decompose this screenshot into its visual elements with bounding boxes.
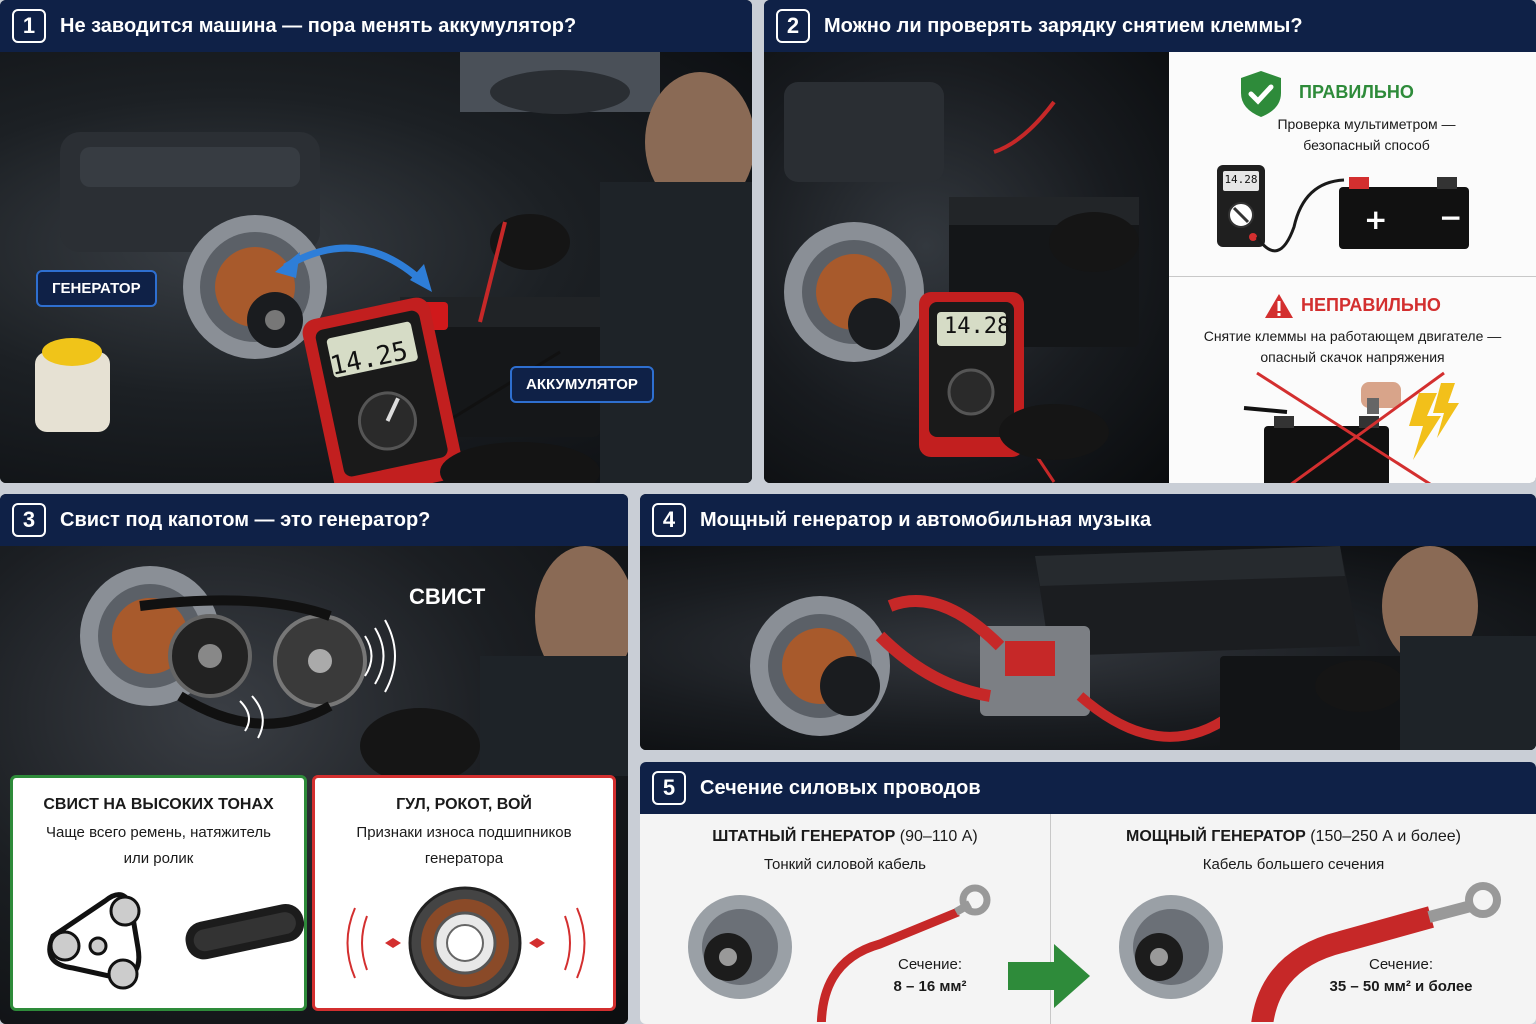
powerful-generator-column: МОЩНЫЙ ГЕНЕРАТОР (150–250 А и более) Каб… [1051, 814, 1536, 1024]
panel-number: 3 [12, 503, 46, 537]
generator-label: ГЕНЕРАТОР [36, 270, 157, 307]
panel-title: Можно ли проверять зарядку снятием клемм… [824, 14, 1303, 37]
multimeter-battery-diagram: + − [1217, 165, 1469, 253]
terminal-removal-diagram [1243, 371, 1459, 483]
belt-icon [185, 903, 305, 960]
alternator-icon [1119, 895, 1223, 999]
engine-bay-photo: 14.25 ГЕНЕРАТОР АККУМУЛЯТОР [0, 52, 752, 483]
wrong-heading: НЕПРАВИЛЬНО [1301, 295, 1441, 315]
warning-icon [1265, 294, 1293, 318]
panel-number: 4 [652, 503, 686, 537]
stock-title: ШТАТНЫЙ ГЕНЕРАТОР [712, 828, 896, 845]
panel-battery-check: 1 Не заводится машина — пора менять акку… [0, 0, 752, 483]
stock-section-label: Сечение: [897, 956, 962, 973]
bearing-icon [346, 886, 586, 1000]
engine-illustration [35, 52, 752, 483]
column-divider [1050, 814, 1051, 1024]
stock-cable-illustration [688, 884, 991, 1022]
wrong-text: Снятие клеммы на работающем двигателе — … [1203, 328, 1502, 365]
svg-text:+: + [1364, 203, 1387, 236]
panel-number: 2 [776, 9, 810, 43]
meter-reading: 14.28 [1224, 173, 1258, 186]
panel-title: Не заводится машина — пора менять аккуму… [60, 14, 577, 37]
card-high-tone: СВИСТ НА ВЫСОКИХ ТОНАХ Чаще всего ремень… [10, 775, 307, 1011]
audio-install-photo [640, 546, 1536, 750]
multimeter-icon [919, 292, 1024, 457]
card-title: ГУЛ, РОКОТ, ВОЙ [396, 796, 532, 813]
panel-whistle: 3 Свист под капотом — это генератор? СВИ… [0, 494, 628, 1024]
card-text: Чаще всего ремень, натяжитель или ролик [46, 824, 271, 867]
thick-cable-icon [1251, 906, 1434, 1022]
panel-title: Свист под капотом — это генератор? [60, 508, 431, 531]
card-low-tone: ГУЛ, РОКОТ, ВОЙ Признаки износа подшипни… [312, 775, 616, 1011]
panel-number: 1 [12, 9, 46, 43]
panel-header: 5 Сечение силовых проводов [640, 762, 1536, 814]
belt-pulley-icon [47, 892, 305, 990]
alternator-icon [688, 895, 792, 999]
card-text: Признаки износа подшипников генератора [356, 824, 572, 867]
whistle-label: СВИСТ [409, 584, 486, 609]
powerful-cable-illustration [1119, 882, 1501, 1022]
svg-text:−: − [1439, 201, 1462, 234]
engine-bay-photo: 14.28 [764, 52, 1169, 483]
hand-icon [1361, 382, 1401, 414]
panel-terminal-check: 2 Можно ли проверять зарядку снятием кле… [764, 0, 1536, 483]
fuse-block-icon [980, 626, 1090, 716]
panel-cable-section: 5 Сечение силовых проводов ШТАТНЫЙ ГЕНЕР… [640, 762, 1536, 1024]
stock-section-value: 8 – 16 мм² [893, 978, 967, 995]
powerful-subtitle: Кабель большего сечения [1202, 856, 1385, 873]
multimeter-reading: 14.28 [944, 314, 1011, 339]
correct-section: ПРАВИЛЬНО Проверка мультиметром — безопа… [1169, 52, 1536, 277]
correct-heading: ПРАВИЛЬНО [1299, 82, 1414, 102]
arrow-right-icon [1008, 944, 1090, 1008]
wrong-section: НЕПРАВИЛЬНО Снятие клеммы на работающем … [1169, 278, 1536, 483]
comparison-area: ПРАВИЛЬНО Проверка мультиметром — безопа… [1169, 52, 1536, 483]
cable-comparison: ШТАТНЫЙ ГЕНЕРАТОР (90–110 А) Тонкий сило… [640, 814, 1536, 1024]
stock-section: Сечение: 8 – 16 мм² [870, 954, 990, 998]
stock-generator-column: ШТАТНЫЙ ГЕНЕРАТОР (90–110 А) Тонкий сило… [640, 814, 1050, 1024]
amplifier-icon [1035, 546, 1360, 656]
thin-cable-icon [817, 907, 960, 1022]
panel-header: 4 Мощный генератор и автомобильная музык… [640, 494, 1536, 546]
shield-check-icon [1241, 71, 1281, 117]
powerful-title: МОЩНЫЙ ГЕНЕРАТОР [1126, 828, 1306, 845]
panel-title: Мощный генератор и автомобильная музыка [700, 508, 1152, 531]
panel-title: Сечение силовых проводов [700, 776, 981, 799]
powerful-section-value: 35 – 50 мм² и более [1329, 978, 1473, 995]
correct-text: Проверка мультиметром — безопасный спосо… [1277, 116, 1456, 153]
stock-subtitle: Тонкий силовой кабель [763, 856, 926, 873]
belt-drive-photo: СВИСТ СВИСТ НА ВЫСОКИХ ТОНАХ Чаще всего … [0, 546, 628, 1024]
panel-header: 3 Свист под капотом — это генератор? [0, 494, 628, 546]
powerful-section: Сечение: 35 – 50 мм² и более [1301, 954, 1501, 998]
panel-header: 1 Не заводится машина — пора менять акку… [0, 0, 752, 52]
multimeter-icon [302, 297, 464, 483]
cross-mark [1256, 371, 1432, 483]
battery-label: АККУМУЛЯТОР [510, 366, 654, 403]
multimeter-icon [1217, 165, 1265, 247]
card-title: СВИСТ НА ВЫСОКИХ ТОНАХ [43, 796, 274, 813]
panel-number: 5 [652, 771, 686, 805]
powerful-range: (150–250 А и более) [1310, 828, 1461, 845]
panel-header: 2 Можно ли проверять зарядку снятием кле… [764, 0, 1536, 52]
powerful-section-label: Сечение: [1368, 956, 1433, 973]
lightning-icon [1409, 383, 1459, 460]
panel-audio: 4 Мощный генератор и автомобильная музык… [640, 494, 1536, 750]
battery-icon: + − [1339, 177, 1469, 249]
stock-range: (90–110 А) [899, 828, 978, 845]
